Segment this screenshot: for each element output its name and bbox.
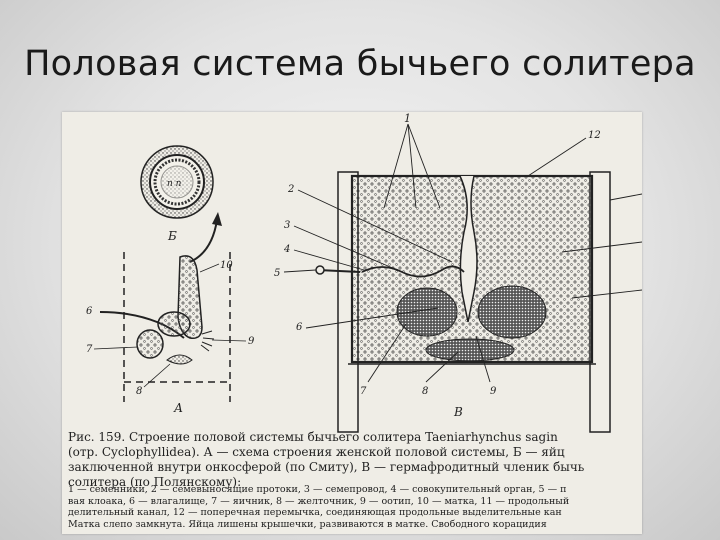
- female-system-scheme: [99, 252, 231, 402]
- oncosphere-nuclei-label: n n: [167, 179, 182, 189]
- proglottid-drawing: [315, 171, 611, 433]
- callout-v-7: 7: [360, 386, 367, 397]
- callout-v-1: 1: [404, 112, 411, 125]
- figure-legend: 1 — семенники, 2 — семевыносящие протоки…: [68, 484, 570, 530]
- callout-v-6: 6: [296, 322, 303, 333]
- callout-v-12: 12: [588, 130, 601, 141]
- slide-title: Половая система бычьего солитера: [24, 44, 696, 84]
- callout-v-9: 9: [490, 386, 497, 397]
- callout-v-8: 8: [422, 386, 428, 397]
- panel-label-v: В: [453, 405, 463, 419]
- callout-v-4: 4: [283, 244, 290, 255]
- callout-v-2: 2: [287, 184, 294, 195]
- callout-v-3: 3: [284, 220, 290, 231]
- panel-label-b: Б: [167, 229, 177, 243]
- callout-a-7: 7: [86, 344, 93, 355]
- egg-oncosphere-drawing: n n: [140, 145, 214, 219]
- callout-a-6: 6: [86, 306, 93, 317]
- callout-a-10: 10: [220, 260, 233, 271]
- figure-caption: Рис. 159. Строение половой системы бычье…: [68, 430, 585, 489]
- callout-v-5: 5: [274, 268, 280, 279]
- callout-a-8: 8: [136, 386, 142, 397]
- textbook-figure: n n Б 10 6 7 8 9 А: [62, 112, 642, 534]
- callout-a-9: 9: [248, 336, 255, 347]
- anatomy-illustration: n n Б 10 6 7 8 9 А: [86, 112, 642, 433]
- panel-label-a: А: [173, 401, 183, 415]
